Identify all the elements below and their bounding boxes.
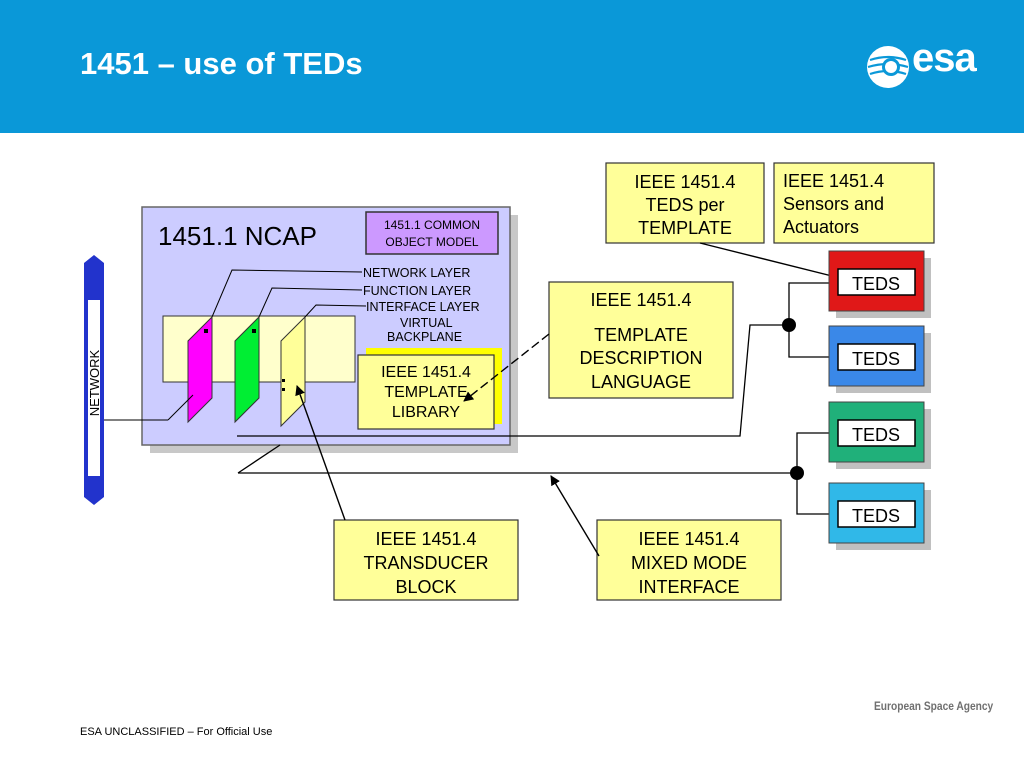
mixed-mode-line1: IEEE 1451.4 bbox=[638, 529, 739, 549]
function-layer-plane bbox=[234, 315, 260, 424]
sensors-actuators-box: IEEE 1451.4 Sensors and Actuators bbox=[773, 162, 935, 244]
teds-label-1: TEDS bbox=[852, 274, 900, 294]
teds-box-cyan: TEDS bbox=[828, 482, 931, 550]
sensors-actuators-line3: Actuators bbox=[783, 217, 859, 237]
network-label: NETWORK bbox=[87, 349, 102, 416]
common-object-model-line1: 1451.1 COMMON bbox=[384, 218, 480, 232]
sensors-actuators-line1: IEEE 1451.4 bbox=[783, 171, 884, 191]
teds-per-template-line3: TEMPLATE bbox=[638, 218, 732, 238]
interface-layer-label: INTERFACE LAYER bbox=[366, 300, 480, 314]
virtual-backplane-label-2: BACKPLANE bbox=[387, 330, 462, 344]
network-bus: NETWORK bbox=[84, 255, 104, 505]
mixed-mode-interface-box: IEEE 1451.4 MIXED MODE INTERFACE bbox=[596, 519, 782, 601]
teds-box-green: TEDS bbox=[828, 401, 931, 469]
tdl-line4: LANGUAGE bbox=[591, 372, 691, 392]
template-library-box: IEEE 1451.4 TEMPLATE LIBRARY bbox=[357, 348, 502, 430]
template-library-line2: TEMPLATE bbox=[384, 384, 467, 401]
template-description-language-box: IEEE 1451.4 TEMPLATE DESCRIPTION LANGUAG… bbox=[548, 281, 734, 399]
mixed-mode-line3: INTERFACE bbox=[638, 577, 739, 597]
header-bar: 1451 – use of TEDs esa bbox=[0, 0, 1024, 133]
sensors-actuators-line2: Sensors and bbox=[783, 194, 884, 214]
interface-layer-plane bbox=[280, 315, 306, 428]
transducer-block-line2: TRANSDUCER bbox=[363, 553, 488, 573]
template-library-line3: LIBRARY bbox=[392, 404, 461, 421]
teds-per-template-box: IEEE 1451.4 TEDS per TEMPLATE bbox=[605, 162, 765, 244]
template-library-line1: IEEE 1451.4 bbox=[381, 364, 471, 381]
agency-name: European Space Agency bbox=[874, 699, 994, 713]
esa-logo-icon bbox=[867, 46, 909, 88]
network-layer-label: NETWORK LAYER bbox=[363, 266, 470, 280]
teds-box-blue: TEDS bbox=[828, 325, 931, 393]
classification-note: ESA UNCLASSIFIED – For Official Use bbox=[80, 726, 273, 738]
esa-logo: esa bbox=[864, 36, 1004, 92]
transducer-block-box: IEEE 1451.4 TRANSDUCER BLOCK bbox=[333, 519, 519, 601]
slide-title: 1451 – use of TEDs bbox=[80, 46, 363, 81]
common-object-model-line2: OBJECT MODEL bbox=[385, 235, 478, 249]
network-layer-plane bbox=[187, 315, 213, 424]
teds-box-red: TEDS bbox=[828, 250, 931, 318]
teds-label-2: TEDS bbox=[852, 349, 900, 369]
tdl-line1: IEEE 1451.4 bbox=[590, 290, 691, 310]
esa-logo-text: esa bbox=[912, 36, 977, 80]
mixed-mode-line2: MIXED MODE bbox=[631, 553, 747, 573]
teds-per-template-line2: TEDS per bbox=[645, 195, 724, 215]
tdl-line2: TEMPLATE bbox=[594, 325, 688, 345]
teds-per-template-line1: IEEE 1451.4 bbox=[634, 172, 735, 192]
teds-label-4: TEDS bbox=[852, 506, 900, 526]
virtual-backplane-label-1: VIRTUAL bbox=[400, 316, 453, 330]
common-object-model-box: 1451.1 COMMON OBJECT MODEL bbox=[365, 211, 499, 255]
tdl-line3: DESCRIPTION bbox=[579, 348, 702, 368]
function-layer-label: FUNCTION LAYER bbox=[363, 284, 471, 298]
ncap-title: 1451.1 NCAP bbox=[158, 221, 317, 251]
transducer-block-line3: BLOCK bbox=[395, 577, 456, 597]
teds-label-3: TEDS bbox=[852, 425, 900, 445]
transducer-block-line1: IEEE 1451.4 bbox=[375, 529, 476, 549]
